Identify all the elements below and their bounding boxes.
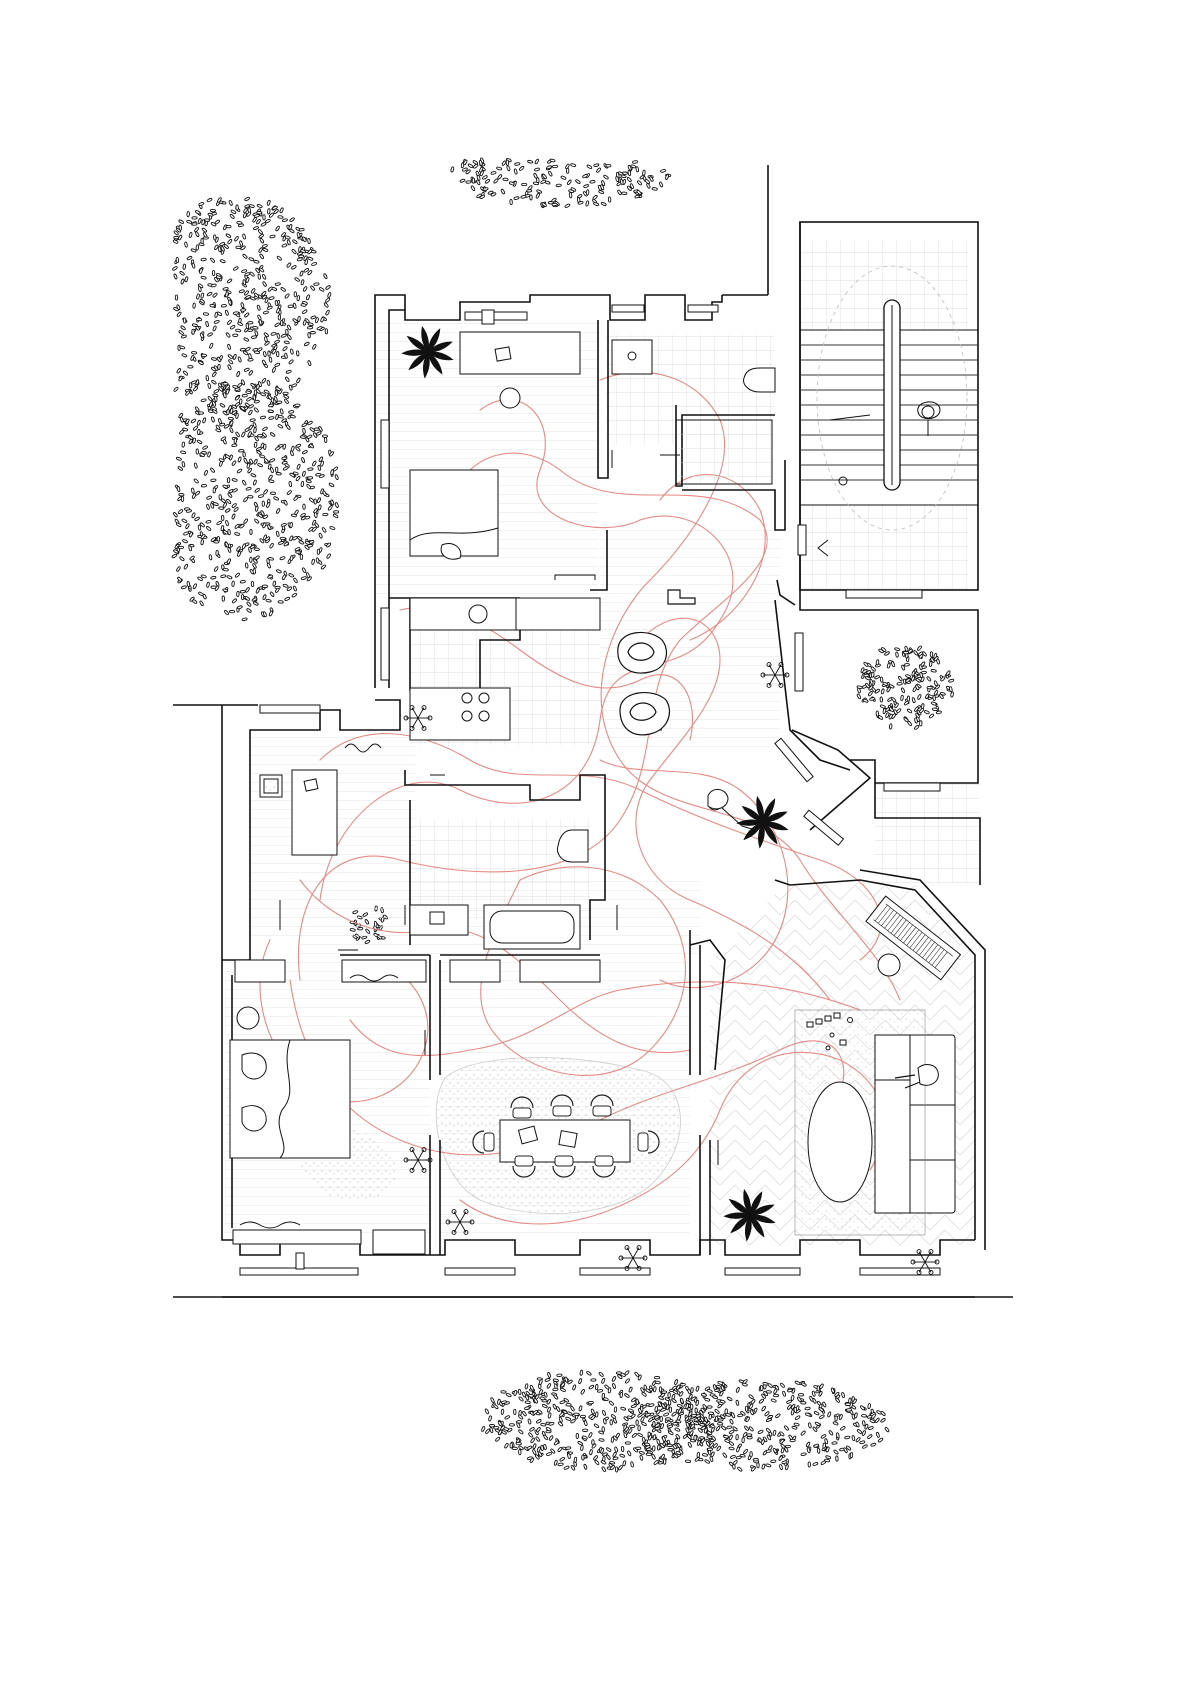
palm-plant-icon <box>723 1188 776 1242</box>
shrub-cluster-icon <box>481 1369 721 1473</box>
sofa <box>874 1034 956 1214</box>
movement-path <box>599 759 789 989</box>
counter-top <box>409 597 601 631</box>
palm-plant-icon <box>736 795 789 849</box>
nightstand-lamp <box>236 1006 260 1030</box>
shower <box>675 419 773 485</box>
plant-sprig <box>618 1245 648 1271</box>
plant-sprig <box>403 1147 433 1173</box>
person-icon <box>917 401 941 436</box>
plant-sprig <box>403 705 433 731</box>
movement-path <box>349 981 861 1057</box>
palm-plant-icon <box>401 325 454 379</box>
living-room <box>794 895 962 1236</box>
sink <box>468 604 488 624</box>
hall-chairs <box>617 589 696 736</box>
toilet <box>743 367 776 393</box>
vegetation-layer <box>171 157 955 1473</box>
shrub-cluster-icon <box>171 379 340 622</box>
plant-sprig <box>910 1249 940 1275</box>
stool <box>499 387 521 409</box>
bed <box>409 469 499 557</box>
desk <box>459 331 581 375</box>
shrub-cluster-icon <box>631 1379 890 1472</box>
kitchen <box>409 597 601 741</box>
movement-path <box>599 371 901 1001</box>
person-icon <box>894 1064 939 1089</box>
movement-path <box>480 866 687 1077</box>
plants <box>401 325 940 1275</box>
person-icon <box>707 789 756 831</box>
coffee-table <box>807 1081 873 1203</box>
windows <box>239 304 941 1276</box>
toilet-icon <box>557 829 589 863</box>
movement-path <box>635 617 831 1001</box>
shrub-cluster-icon <box>450 157 672 209</box>
piano-stool <box>877 953 901 977</box>
movement-path <box>459 1051 885 1225</box>
movement-path <box>259 939 429 1103</box>
shrub-cluster-icon <box>856 645 955 730</box>
toys <box>806 1012 853 1051</box>
rug <box>794 1009 926 1236</box>
bedroom-north <box>409 309 581 560</box>
storage <box>232 959 601 1255</box>
plant-sprig <box>760 662 790 688</box>
west-room <box>259 743 382 856</box>
notebook <box>494 346 512 362</box>
piano-icon <box>865 895 962 981</box>
dining <box>472 1094 660 1178</box>
plant-sprig <box>445 1209 475 1235</box>
chair-north <box>481 309 495 325</box>
staircase <box>800 265 978 557</box>
movement-path <box>298 452 768 981</box>
walls <box>173 165 1013 1298</box>
bedroom-south <box>229 1006 351 1229</box>
shrub-cluster-icon <box>172 196 332 416</box>
bathroom-central <box>409 829 589 950</box>
cooktop-icon <box>461 692 473 704</box>
island <box>409 687 511 741</box>
wc-north <box>611 339 776 485</box>
movement-path <box>319 399 734 901</box>
